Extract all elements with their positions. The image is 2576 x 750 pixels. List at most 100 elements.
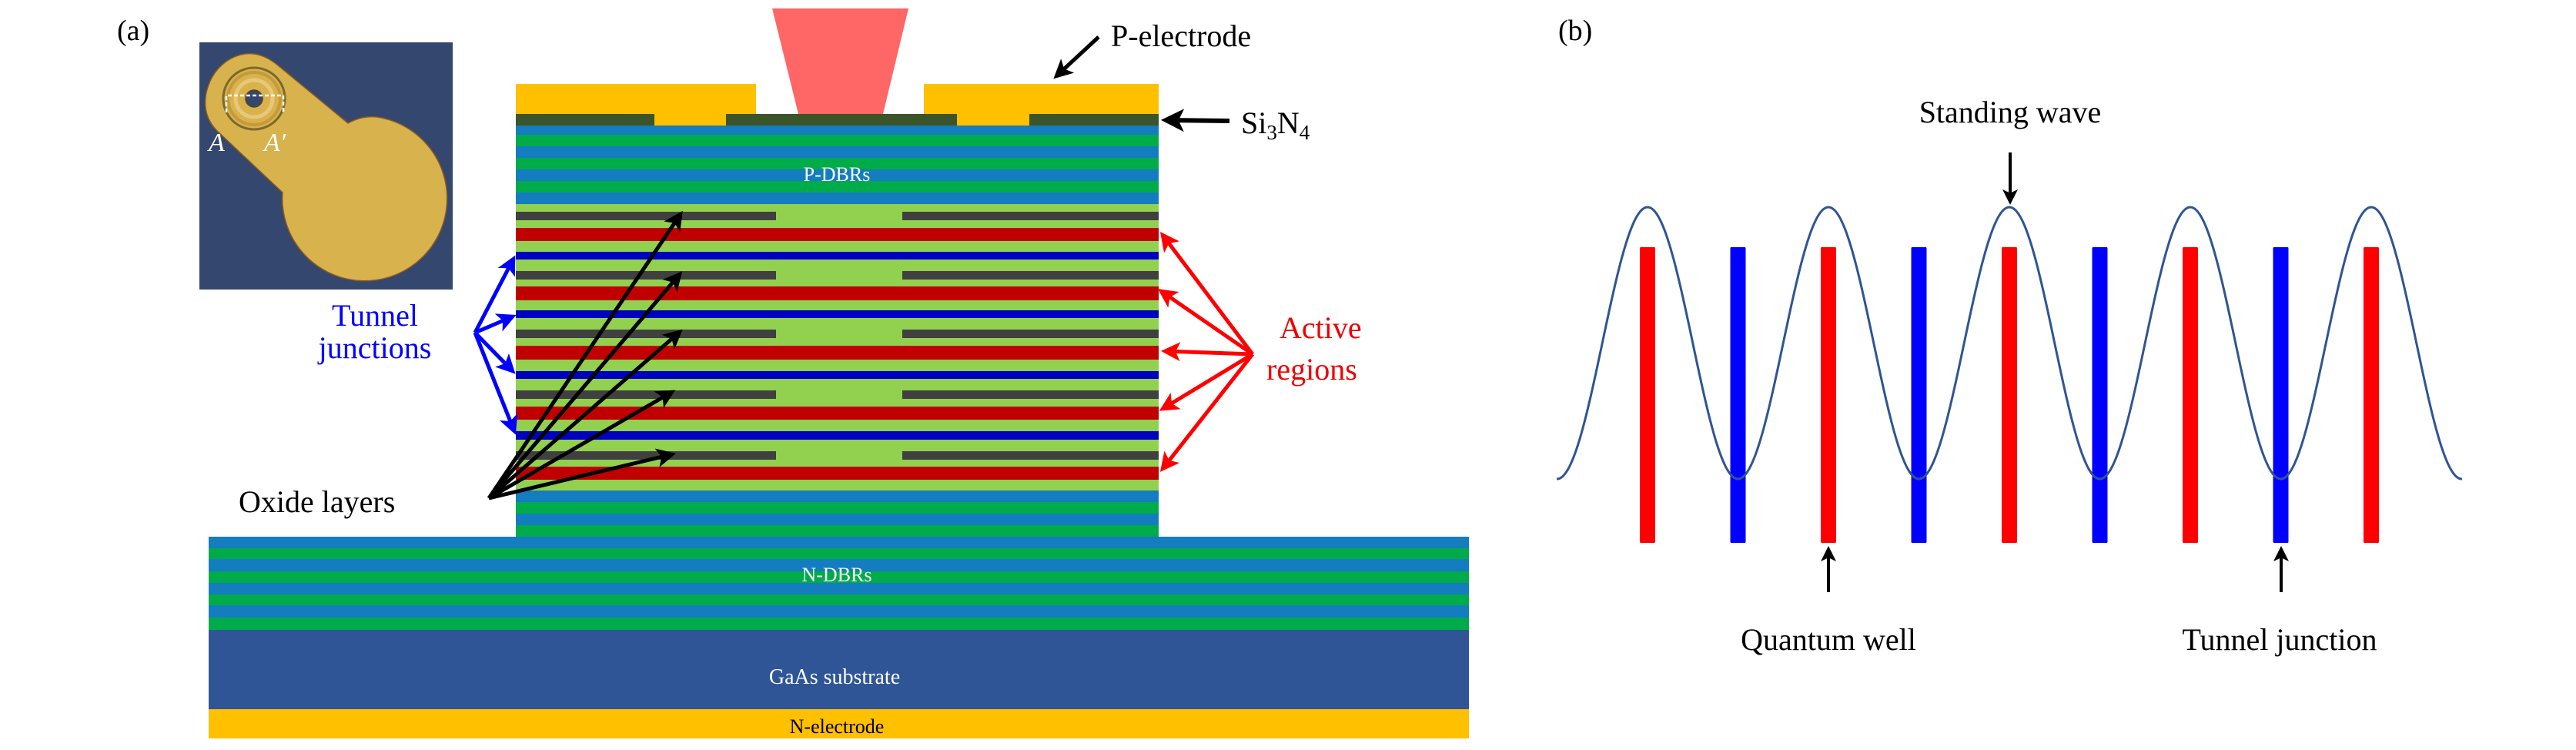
active-arrow-2 bbox=[1157, 289, 1254, 357]
dbr-layer bbox=[516, 502, 1159, 514]
inset-mesa-ring-outer bbox=[222, 66, 286, 131]
si3n4-n: N bbox=[1277, 105, 1300, 140]
p-dbr-layer bbox=[516, 193, 1159, 204]
n-dbr-layer bbox=[209, 571, 1469, 583]
p-electrode-arrow bbox=[1053, 35, 1100, 79]
p-contact-opening bbox=[957, 114, 1029, 126]
n-dbr-layer bbox=[209, 618, 1469, 630]
standing-wave-label: Standing wave bbox=[1919, 95, 2102, 129]
tunnel-junction-layer bbox=[516, 371, 1159, 379]
quantum-well-bar bbox=[1821, 247, 1836, 543]
p-electrode-pad-left bbox=[516, 84, 756, 115]
n-dbrs-label: N-DBRs bbox=[801, 564, 871, 586]
p-dbr-layer bbox=[516, 135, 1159, 146]
active-regions-label-line1: Active bbox=[1280, 310, 1362, 345]
oxide-layer bbox=[516, 451, 776, 460]
n-dbr-layer bbox=[209, 559, 1469, 571]
si3n4-segment bbox=[516, 114, 654, 126]
laser-output-beam bbox=[772, 8, 908, 114]
active-arrow-4 bbox=[1159, 352, 1254, 411]
p-dbr-layer bbox=[516, 126, 1159, 135]
device-micrograph-inset: A A′ bbox=[199, 42, 453, 290]
active-region bbox=[516, 228, 1159, 241]
n-electrode-label: N-electrode bbox=[790, 715, 885, 738]
oxide-layer bbox=[902, 212, 1159, 220]
dbr-layer bbox=[516, 514, 1159, 525]
oxide-arrow-2 bbox=[487, 271, 683, 500]
active-arrow-3 bbox=[1161, 342, 1253, 362]
p-dbr-layer bbox=[516, 146, 1159, 158]
p-dbr-layer bbox=[516, 158, 1159, 169]
inset-label-a: A bbox=[207, 129, 225, 157]
tunnel-junction-layer bbox=[516, 310, 1159, 318]
base-stack bbox=[209, 537, 1469, 738]
tunnel-junction-arrow-2 bbox=[474, 313, 517, 335]
oxide-layer bbox=[516, 390, 776, 399]
si3n4-label: Si3N4 bbox=[1241, 105, 1310, 144]
panel-b-label: (b) bbox=[1558, 15, 1592, 47]
active-region bbox=[516, 286, 1159, 300]
oxide-layer bbox=[516, 212, 776, 220]
oxide-layer bbox=[516, 271, 776, 280]
oxide-layers-label: Oxide layers bbox=[239, 484, 395, 519]
tunnel-junction-arrow-4 bbox=[473, 332, 518, 435]
tunnel-junction-label: Tunnel junction bbox=[2183, 622, 2377, 657]
p-dbr-layer bbox=[516, 181, 1159, 193]
oxide-arrow-5 bbox=[488, 448, 676, 501]
quantum-well-bar bbox=[2002, 247, 2017, 543]
mesa-stack bbox=[516, 84, 1159, 537]
quantum-well-bar bbox=[2183, 247, 2198, 543]
tunnel-junction-arrow-3 bbox=[473, 331, 516, 374]
quantum-well-label: Quantum well bbox=[1741, 622, 1916, 657]
active-regions-label-line2: regions bbox=[1266, 352, 1357, 387]
active-region bbox=[516, 467, 1159, 480]
inset-label-a-prime: A′ bbox=[263, 129, 286, 157]
si3n4-segment bbox=[1029, 114, 1159, 126]
dbr-layer bbox=[516, 491, 1159, 502]
n-dbr-layer bbox=[209, 537, 1469, 548]
si3n4-segment bbox=[726, 114, 957, 126]
n-dbr-layer bbox=[209, 605, 1469, 618]
oxide-arrow-3 bbox=[487, 329, 683, 500]
quantum-well-bar bbox=[2364, 247, 2379, 543]
p-contact-opening bbox=[654, 114, 726, 126]
inset-mesa-ring-inner bbox=[233, 78, 275, 119]
tunnel-junction-layer bbox=[516, 431, 1159, 440]
inset-cut-line bbox=[225, 94, 285, 112]
tunnel-junction-bar bbox=[2092, 247, 2108, 543]
n-dbr-layer bbox=[209, 594, 1469, 605]
si3n4-si: Si bbox=[1241, 105, 1266, 140]
gaas-substrate bbox=[209, 630, 1469, 709]
standing-wave-curve bbox=[1556, 206, 2463, 480]
oxide-layer bbox=[902, 451, 1159, 460]
tunnel-junctions-label-line2: junctions bbox=[317, 330, 432, 365]
dbr-layer bbox=[516, 525, 1159, 537]
tunnel-junction-arrows bbox=[473, 255, 518, 435]
oxide-layer bbox=[902, 330, 1159, 338]
oxide-layer bbox=[516, 330, 776, 338]
layer-bars bbox=[1640, 247, 2379, 543]
panel-b: (b) Standing wave Quantum well Tunnel ju… bbox=[1556, 15, 2463, 657]
active-region bbox=[516, 407, 1159, 420]
tunnel-junction-bar bbox=[1911, 247, 1927, 543]
active-arrow-1 bbox=[1159, 232, 1254, 356]
oxide-layer bbox=[902, 390, 1159, 399]
n-dbr-layer bbox=[209, 583, 1469, 594]
oxide-arrow-4 bbox=[487, 390, 676, 501]
p-electrode-pad-right bbox=[924, 84, 1159, 115]
tunnel-junction-bar bbox=[1730, 247, 1746, 543]
p-electrode-label: P-electrode bbox=[1111, 18, 1251, 53]
n-electrode bbox=[209, 709, 1469, 738]
si3n4-sub3: 3 bbox=[1266, 121, 1277, 144]
tunnel-junction-layer bbox=[516, 252, 1159, 259]
tunnel-junction-bar bbox=[2273, 247, 2289, 543]
si3n4-sub4: 4 bbox=[1300, 121, 1310, 144]
inset-aperture bbox=[245, 89, 263, 108]
active-region-arrows bbox=[1157, 232, 1254, 472]
oxide-layer bbox=[902, 271, 1159, 280]
n-dbr-layer bbox=[209, 548, 1469, 559]
inset-mesa-ring-mid bbox=[226, 71, 282, 126]
active-arrow-5 bbox=[1159, 353, 1254, 472]
substrate-label: GaAs substrate bbox=[769, 665, 900, 689]
